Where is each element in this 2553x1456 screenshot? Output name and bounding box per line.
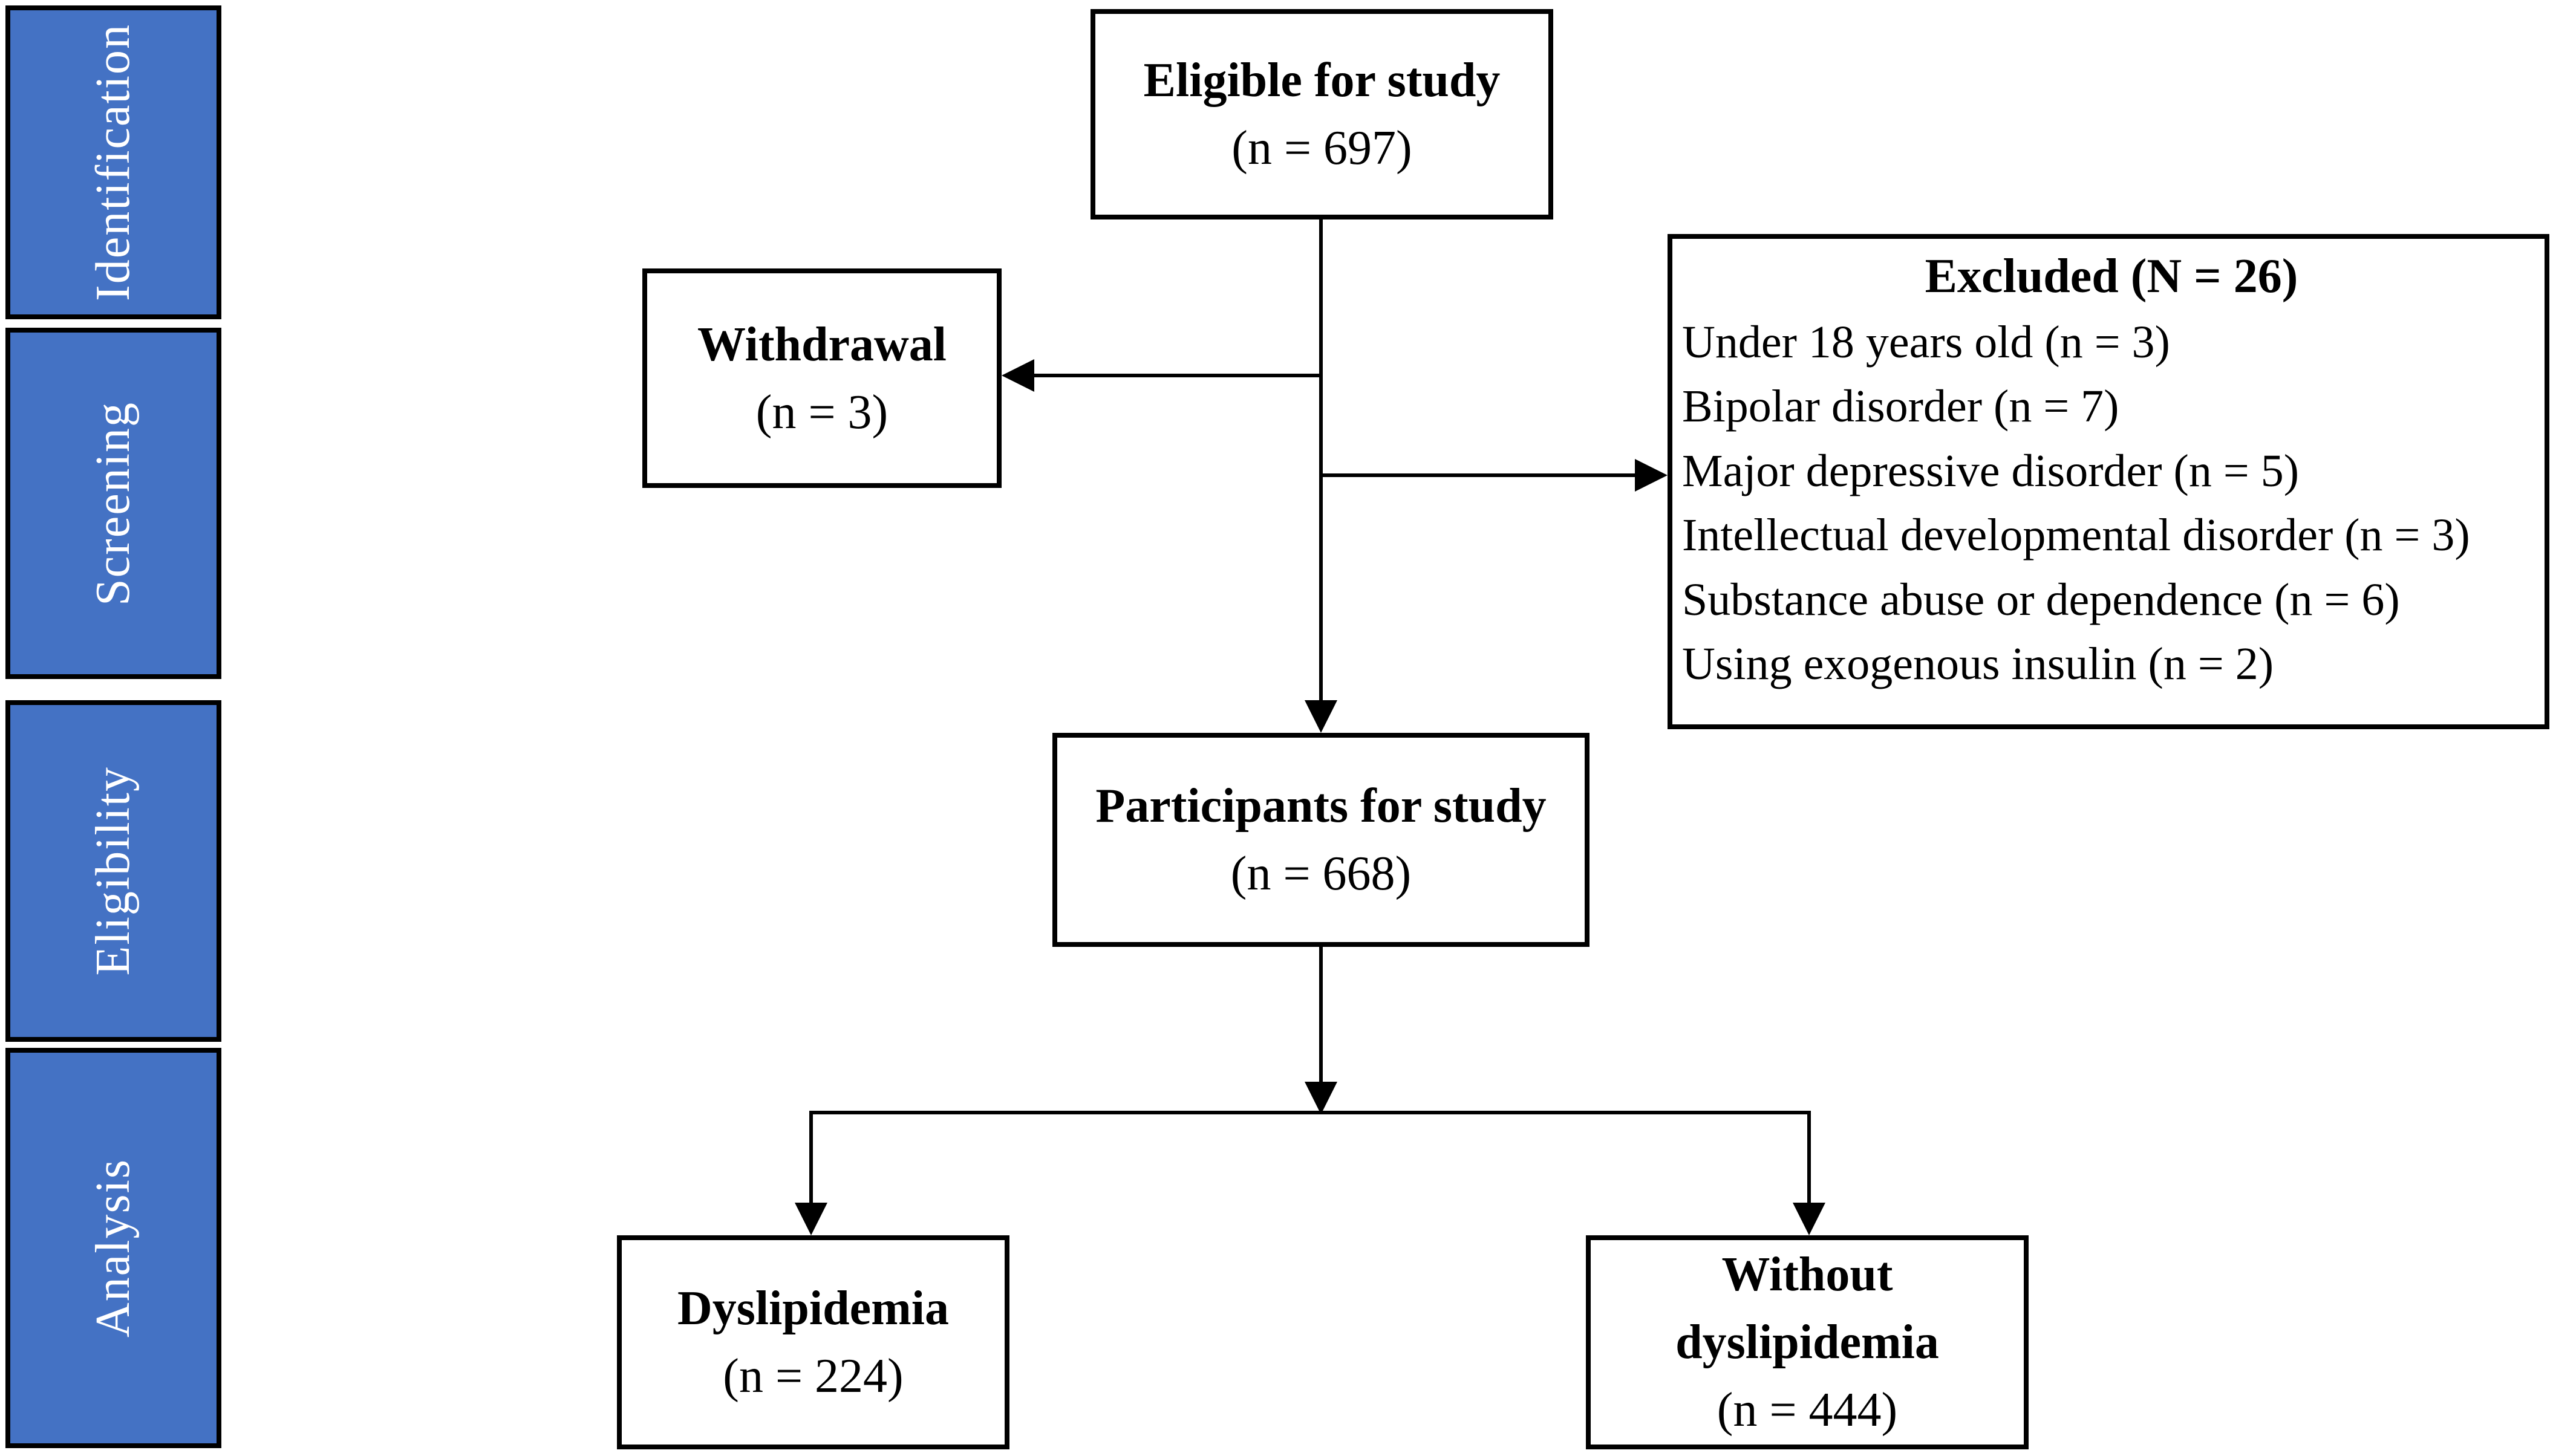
stage-eligibility: Eligibility	[5, 700, 221, 1042]
connector-to-dyslipidemia	[809, 1111, 813, 1204]
box-dyslipidemia: Dyslipidemia (n = 224)	[617, 1235, 1009, 1449]
stage-analysis-label: Analysis	[86, 1159, 140, 1337]
box-participants-count: (n = 668)	[1230, 847, 1412, 900]
stage-screening-label: Screening	[86, 401, 140, 606]
arrowhead-dyslipidemia-icon	[795, 1203, 827, 1235]
stage-screening: Screening	[5, 328, 221, 679]
box-withdrawal: Withdrawal (n = 3)	[642, 268, 1002, 488]
stage-analysis: Analysis	[5, 1048, 221, 1448]
box-eligible: Eligible for study (n = 697)	[1091, 9, 1553, 219]
box-without-dyslipidemia: Without dyslipidemia (n = 444)	[1586, 1235, 2029, 1449]
excluded-item: Using exogenous insulin (n = 2)	[1682, 638, 2274, 689]
box-withdrawal-title: Withdrawal	[697, 317, 947, 371]
stage-identification: Identification	[5, 5, 221, 319]
box-withdrawal-count: (n = 3)	[755, 385, 888, 439]
connector-to-withdrawal	[1034, 374, 1323, 377]
arrowhead-withdrawal-icon	[1002, 359, 1034, 392]
box-excluded-title: Excluded (N = 26)	[1925, 250, 2298, 303]
box-eligible-title: Eligible for study	[1143, 54, 1501, 107]
arrowhead-split-icon	[1305, 1082, 1337, 1114]
excluded-item: Substance abuse or dependence (n = 6)	[1682, 574, 2400, 625]
box-excluded: Excluded (N = 26) Under 18 years old (n …	[1668, 234, 2549, 729]
excluded-item: Bipolar disorder (n = 7)	[1682, 381, 2119, 432]
box-participants-title: Participants for study	[1095, 779, 1547, 833]
box-dyslipidemia-count: (n = 224)	[723, 1350, 904, 1403]
excluded-item: Intellectual developmental disorder (n =…	[1682, 510, 2470, 561]
stage-identification-label: Identification	[86, 24, 140, 301]
connector-split-bar	[809, 1111, 1811, 1114]
connector-participants-to-split	[1319, 947, 1323, 1082]
connector-eligible-to-participants	[1319, 219, 1323, 700]
box-eligible-count: (n = 697)	[1231, 122, 1412, 175]
excluded-item: Major depressive disorder (n = 5)	[1682, 445, 2300, 496]
arrowhead-without-dyslipidemia-icon	[1793, 1203, 1825, 1235]
arrowhead-excluded-icon	[1635, 459, 1668, 492]
connector-to-excluded	[1321, 473, 1635, 477]
box-without-dyslipidemia-title: Without dyslipidemia	[1675, 1248, 1939, 1369]
stage-eligibility-label: Eligibility	[86, 766, 140, 976]
arrowhead-participants-icon	[1305, 700, 1337, 733]
box-without-dyslipidemia-count: (n = 444)	[1717, 1383, 1898, 1437]
box-participants: Participants for study (n = 668)	[1052, 733, 1590, 947]
excluded-item: Under 18 years old (n = 3)	[1682, 317, 2170, 368]
connector-to-without-dyslipidemia	[1807, 1111, 1811, 1204]
box-dyslipidemia-title: Dyslipidemia	[677, 1282, 949, 1335]
